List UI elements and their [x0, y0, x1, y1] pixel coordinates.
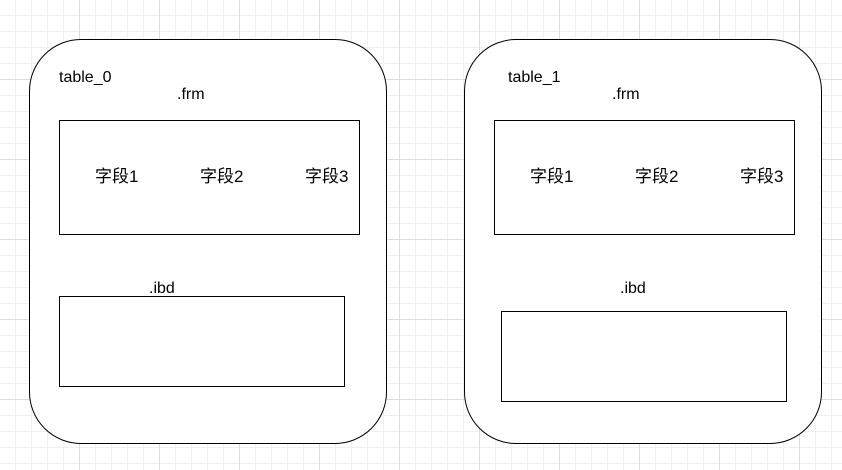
table-0-name: table_0 — [59, 69, 112, 86]
table-0-container: table_0 .frm 字段1 字段2 字段3 .ibd — [29, 39, 387, 444]
table-1-frm-label: .frm — [612, 86, 640, 103]
table-1-frm-box: 字段1 字段2 字段3 — [494, 120, 795, 235]
table-1-field-3: 字段3 — [740, 167, 784, 186]
table-0-field-2: 字段2 — [200, 167, 244, 186]
table-0-frm-label: .frm — [177, 86, 205, 103]
table-0-field-1: 字段1 — [95, 167, 139, 186]
table-0-ibd-label: .ibd — [149, 280, 175, 297]
table-1-container: table_1 .frm 字段1 字段2 字段3 .ibd — [464, 39, 822, 444]
table-1-name: table_1 — [508, 69, 561, 86]
table-0-field-3: 字段3 — [305, 167, 349, 186]
table-1-ibd-box — [501, 311, 787, 402]
table-1-ibd-label: .ibd — [620, 280, 646, 297]
table-1-field-2: 字段2 — [635, 167, 679, 186]
table-0-ibd-box — [59, 296, 345, 387]
table-1-field-1: 字段1 — [530, 167, 574, 186]
table-0-frm-box: 字段1 字段2 字段3 — [59, 120, 360, 235]
